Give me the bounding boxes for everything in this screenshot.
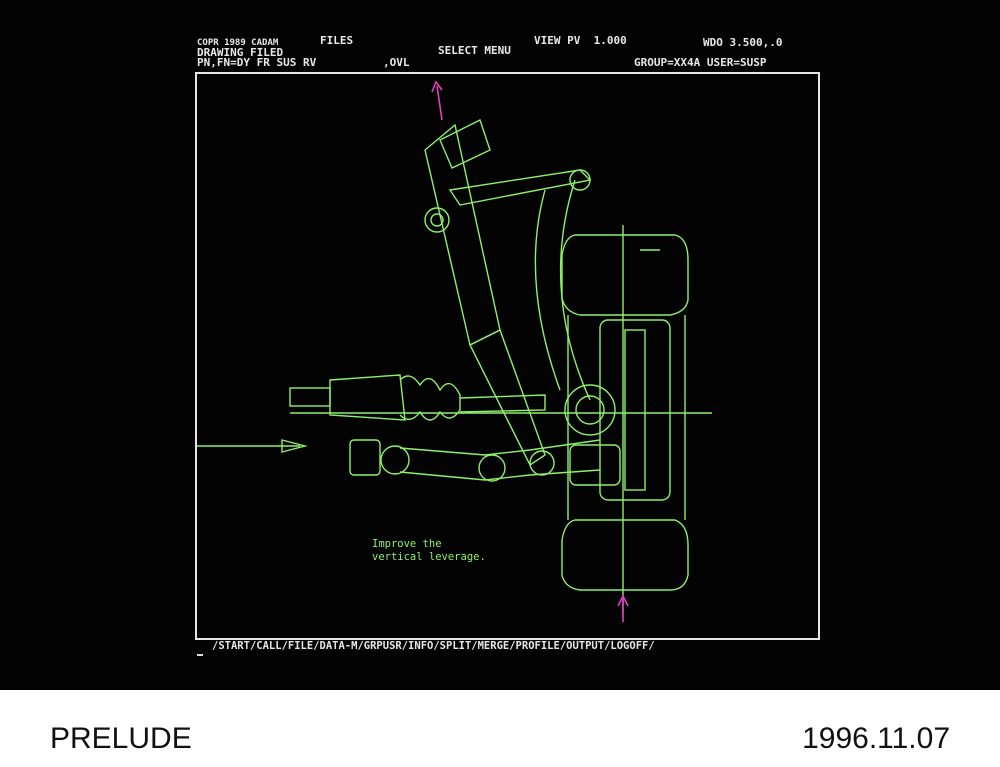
cad-screen: COPR 1989 CADAM FILES DRAWING FILED PN,F… (0, 0, 1000, 690)
view-readout: VIEW PV 1.000 (534, 34, 627, 47)
suspension-drawing (197, 80, 712, 622)
window-readout: WDO 3.500,.0 (703, 36, 783, 49)
annotation-line-1: Improve the (372, 538, 442, 550)
menu-title: SELECT MENU (438, 44, 511, 57)
wheel-outline (561, 234, 689, 591)
menu-grpusr[interactable]: GRPUSR (363, 640, 402, 652)
text-cursor (197, 654, 203, 656)
menu-file[interactable]: FILE (287, 640, 314, 652)
lower-arm (349, 439, 621, 486)
menu-data-m[interactable]: DATA-M (319, 640, 358, 652)
menu-start[interactable]: START (218, 640, 250, 652)
overlay-label: ,OVL (383, 56, 410, 69)
caption-date: 1996.11.07 (802, 722, 950, 755)
pink-arrows (431, 80, 629, 622)
strut-assembly (424, 119, 592, 467)
mode-label: FILES (320, 34, 354, 47)
annotation-line-2: vertical leverage. (372, 551, 486, 563)
menu-output[interactable]: OUTPUT (566, 640, 605, 652)
driveshaft (289, 374, 616, 436)
copyright-text: COPR 1989 CADAM (197, 38, 279, 48)
force-arrow (197, 439, 308, 453)
menu-merge[interactable]: MERGE (477, 640, 510, 652)
menu-info[interactable]: INFO (408, 640, 434, 652)
file-name: PN,FN=DY FR SUS RV (197, 56, 317, 69)
menu-logoff[interactable]: LOGOFF (610, 640, 649, 652)
status-text: DRAWING FILED (197, 46, 284, 59)
group-user: GROUP=XX4A USER=SUSP (634, 56, 767, 69)
menu-split[interactable]: SPLIT (439, 640, 472, 652)
design-annotation: Improve the vertical leverage. (372, 538, 486, 564)
menu-profile[interactable]: PROFILE (515, 640, 560, 652)
drawing-viewport[interactable] (195, 72, 820, 640)
caption-model: PRELUDE (50, 722, 192, 755)
command-menu: /START/CALL/FILE/DATA-M/GRPUSR/INFO/SPLI… (212, 640, 655, 652)
menu-call[interactable]: CALL (256, 640, 282, 652)
